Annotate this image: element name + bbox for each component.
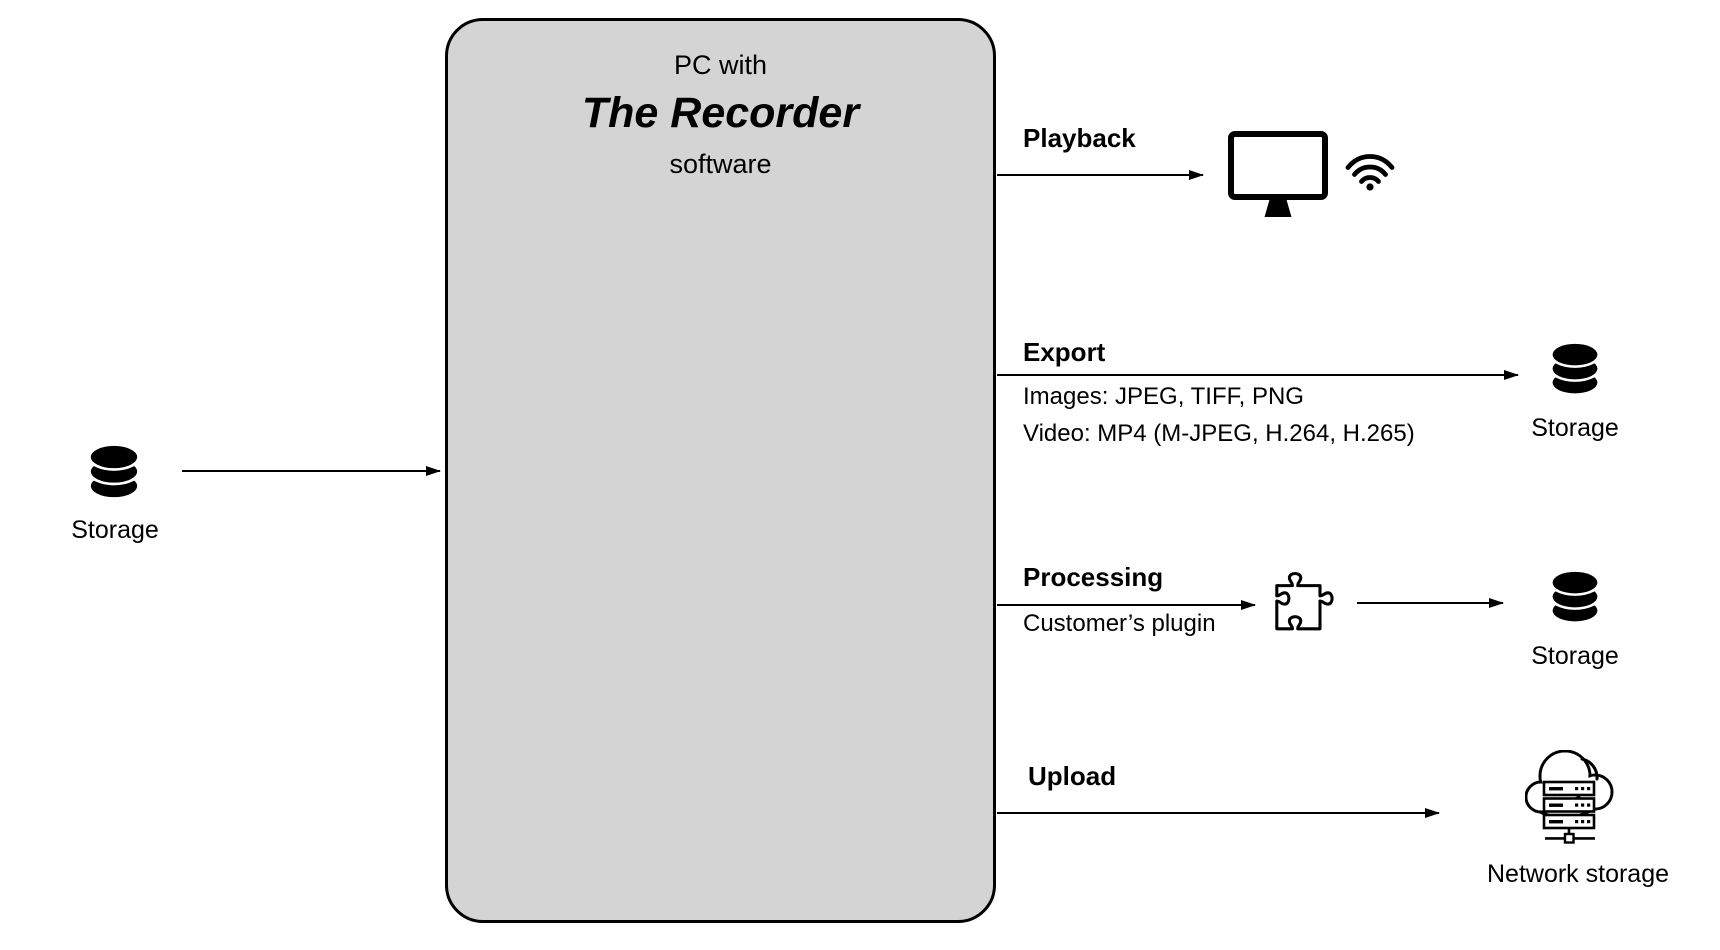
export-storage-label: Storage <box>1531 414 1619 442</box>
cloud-server-icon <box>1525 750 1621 853</box>
network-storage-label: Network storage <box>1486 860 1670 888</box>
box-title-line1: PC with <box>673 50 768 80</box>
arrow-source-to-box <box>182 465 441 476</box>
box-title-line2: The Recorder <box>581 88 860 137</box>
arrow-export <box>997 369 1519 380</box>
monitor-icon <box>1228 131 1328 219</box>
arrow-processing <box>997 599 1256 610</box>
arrow-plugin-to-storage <box>1357 597 1504 608</box>
playback-label: Playback <box>1023 123 1136 153</box>
processing-label: Processing <box>1023 562 1164 592</box>
upload-label: Upload <box>1028 761 1117 791</box>
database-icon <box>85 444 143 502</box>
puzzle-icon <box>1266 564 1338 636</box>
processing-storage-label: Storage <box>1531 642 1619 670</box>
export-image-formats: Images: JPEG, TIFF, PNG <box>1023 383 1304 410</box>
recorder-pc-box: PC with The Recorder software <box>445 18 996 923</box>
box-title-line3: software <box>669 148 772 179</box>
export-label: Export <box>1023 337 1106 367</box>
arrow-playback <box>997 169 1204 180</box>
arrow-upload <box>997 807 1440 818</box>
export-video-formats: Video: MP4 (M-JPEG, H.264, H.265) <box>1023 420 1415 447</box>
database-icon <box>1547 570 1603 626</box>
source-storage-label: Storage <box>71 516 159 544</box>
database-icon <box>1547 342 1603 398</box>
processing-detail: Customer’s plugin <box>1023 610 1216 637</box>
wifi-icon <box>1345 153 1395 191</box>
